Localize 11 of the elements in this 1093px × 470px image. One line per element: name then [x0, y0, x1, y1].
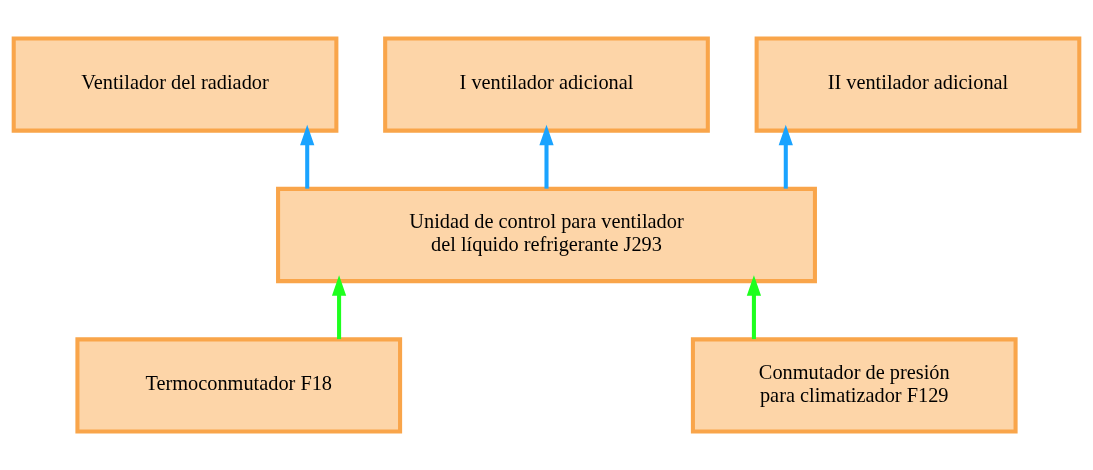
node-box: Unidad de control para ventilador del líquido refrigerante J293 — [276, 186, 817, 284]
node-box: II ventilador adicional — [754, 36, 1082, 133]
node-box: Termoconmutador F18 — [75, 337, 403, 434]
arrow — [746, 275, 762, 340]
node-box: Conmutador de presión para climatizador F129 — [690, 337, 1018, 434]
node-box: Ventilador del radiador — [11, 36, 339, 133]
arrow — [539, 124, 554, 189]
node-box: I ventilador adicional — [383, 36, 710, 133]
arrow — [300, 124, 315, 189]
arrow — [778, 124, 793, 189]
arrow — [331, 275, 347, 340]
